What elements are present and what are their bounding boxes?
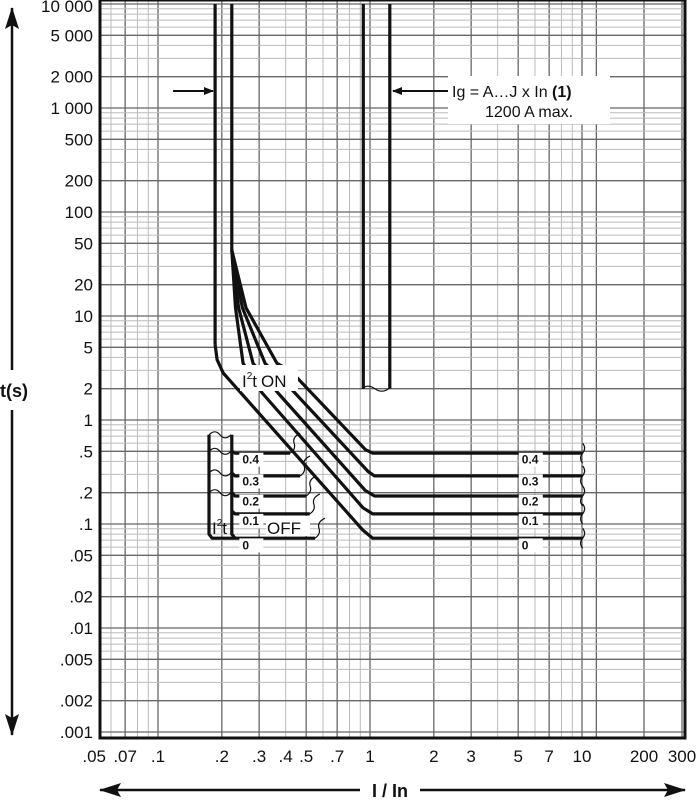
curve-label-bg	[239, 474, 264, 489]
y-tick-label: .01	[69, 619, 93, 638]
ig-band-wavy-bottom	[361, 385, 390, 392]
y-tick-label: 5 000	[50, 26, 93, 45]
curve-label: 0	[522, 538, 529, 552]
y-tick-label: 20	[74, 276, 93, 295]
curve-label-bg	[518, 538, 543, 553]
wavy-top-off	[208, 489, 232, 497]
curve-i2t-off-0.4	[231, 449, 291, 455]
curve-i2t-off-outer	[207, 434, 315, 540]
wavy-top-off	[208, 447, 232, 455]
curve-label: 0.1	[242, 514, 259, 528]
wavy-end-off	[314, 517, 326, 539]
curve-i2t-on-0.2	[230, 249, 583, 498]
curve-label: 0.2	[242, 495, 259, 509]
wavy-end-on	[580, 503, 586, 525]
x-tick-label: .4	[279, 747, 293, 766]
y-tick-label: .005	[60, 650, 93, 669]
curve-label: 0.2	[522, 495, 539, 509]
curve-i2t-on-0.1	[230, 249, 583, 516]
x-tick-label: 7	[544, 747, 553, 766]
curve-label-bg	[239, 538, 264, 553]
curve-labels: 0.4 0.3 0.2 0.1 0 0.4 0.3 0.2 0.1 0	[239, 452, 543, 553]
wavy-end-on	[580, 527, 586, 549]
x-tick-label: .5	[299, 747, 313, 766]
curve-i2t-off-0.2	[230, 491, 307, 498]
x-tick-label: 1	[365, 747, 374, 766]
y-tick-label: 10 000	[41, 0, 93, 16]
curve-label-bg	[518, 452, 543, 467]
y-tick-label: 50	[74, 234, 93, 253]
i2t-off-i2t-label: I2t	[212, 518, 227, 538]
wavy-top-off	[208, 431, 232, 439]
y-tick-label: 100	[65, 203, 93, 222]
y-tick-label: 500	[65, 130, 93, 149]
wavy-end-on	[580, 465, 586, 487]
y-tick-label: 2 000	[50, 68, 93, 87]
curve-label-bg	[518, 474, 543, 489]
wavy-end-off	[305, 475, 317, 497]
y-tick-label: .02	[69, 588, 93, 607]
y-tick-label: 10	[74, 307, 93, 326]
curves	[207, 4, 586, 549]
x-axis-label: I / In	[372, 781, 408, 800]
x-tick-label: .7	[330, 747, 344, 766]
ig-note-line1: Ig = A…J x In (1)	[452, 84, 572, 101]
x-tick-label: 2	[429, 747, 438, 766]
i2t-on-bg	[240, 365, 298, 391]
curve-i2t-on-0.4	[230, 249, 583, 455]
curve-i2t-off-0.1	[230, 509, 310, 516]
curve-label-bg	[239, 494, 264, 509]
i2t-off-label: OFF	[267, 519, 301, 538]
curve-label: 0.4	[522, 453, 539, 467]
wavy-end-on	[580, 442, 586, 464]
y-tick-label: 1	[84, 411, 93, 430]
wavy-end-on	[580, 485, 586, 507]
y-tick-label: .001	[60, 723, 93, 742]
y-tick-label: .2	[79, 484, 93, 503]
x-tick-label: .1	[151, 747, 165, 766]
wavy-top-off	[208, 469, 232, 477]
y-tick-label: 2	[84, 380, 93, 399]
x-tick-label: 200	[630, 747, 658, 766]
y-tick-label: .1	[79, 515, 93, 534]
ig-note-bg	[448, 76, 610, 124]
y-tick-label: 5	[84, 338, 93, 357]
y-tick-label: .002	[60, 692, 93, 711]
y-axis-label: t(s)	[0, 381, 28, 401]
curve-label-bg	[518, 513, 543, 528]
curve-label-bg	[239, 513, 264, 528]
x-tick-label: .3	[252, 747, 266, 766]
curve-label: 0.1	[522, 514, 539, 528]
ig-note-line2: 1200 A max.	[485, 104, 573, 121]
x-tick-label: .2	[215, 747, 229, 766]
x-tick-label: .05	[82, 747, 106, 766]
x-tick-label: 3	[466, 747, 475, 766]
wavy-end-off	[299, 455, 311, 477]
y-tick-label: .5	[79, 442, 93, 461]
curve-label: 0.4	[242, 453, 259, 467]
y-tick-label: .05	[69, 546, 93, 565]
plot-frame	[98, 0, 687, 740]
curve-i2t-off-0.3	[230, 471, 301, 478]
curve-i2t-on-0	[213, 344, 583, 540]
curve-label: 0.3	[242, 474, 259, 488]
x-tick-label: 300	[668, 747, 696, 766]
y-tick-label: 1 000	[50, 99, 93, 118]
curve-label-bg	[239, 452, 264, 467]
curve-label: 0	[242, 538, 249, 552]
x-tick-label: 5	[513, 747, 522, 766]
y-tick-label: 200	[65, 172, 93, 191]
wavy-end-off	[289, 432, 301, 454]
wavy-end-off	[309, 493, 321, 515]
curve-label-bg	[518, 494, 543, 509]
x-tick-label: 10	[573, 747, 592, 766]
i2t-off-bg	[266, 516, 310, 536]
curve-label: 0.3	[522, 474, 539, 488]
x-tick-label: .07	[113, 747, 137, 766]
grid	[100, 0, 685, 738]
curve-i2t-off-inner	[230, 434, 237, 540]
